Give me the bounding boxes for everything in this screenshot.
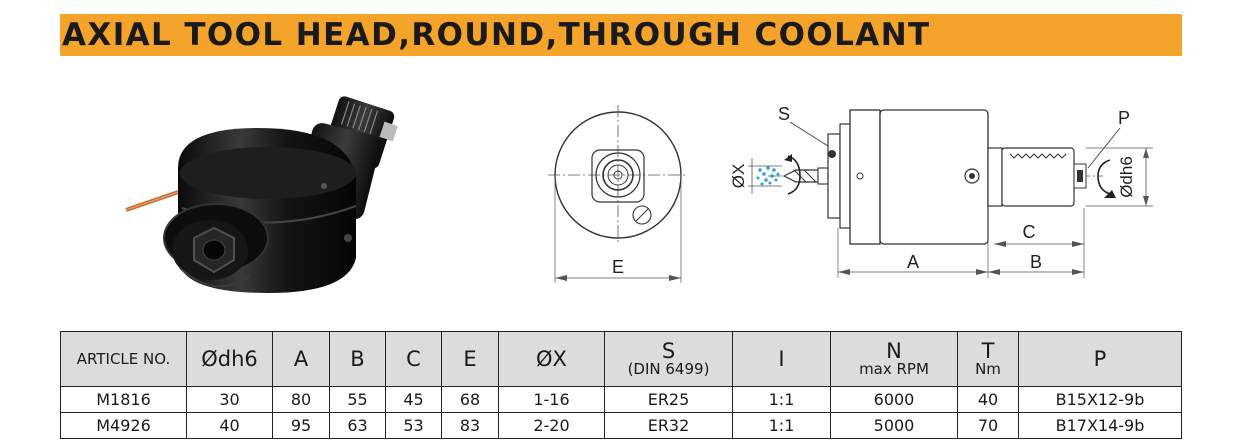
cell-odh6: 30 — [186, 386, 273, 413]
cell-ox: 2-20 — [498, 412, 605, 439]
label-s: S — [778, 104, 790, 124]
col-header-article-no: ARTICLE NO. — [60, 331, 187, 387]
col-header-s: S (DIN 6499) — [604, 331, 733, 387]
front-view-drawing: E — [548, 105, 688, 283]
side-view-drawing: S P ØX Ødh6 A B C — [729, 104, 1153, 278]
table-header-row: ARTICLE NO. Ødh6 A B C E ØX S (DIN 6499)… — [60, 331, 1182, 387]
cell-b: 55 — [329, 386, 386, 413]
cell-p: B17X14-9b — [1018, 412, 1182, 439]
dim-label-c: C — [1023, 222, 1036, 242]
cell-i: 1:1 — [732, 386, 831, 413]
label-p: P — [1118, 108, 1130, 128]
cell-p: B15X12-9b — [1018, 386, 1182, 413]
col-header-i: I — [732, 331, 831, 387]
col-header-odh6: Ødh6 — [186, 331, 273, 387]
dim-label-e: E — [612, 257, 624, 277]
col-header-t: T Nm — [957, 331, 1019, 387]
col-header-ox: ØX — [498, 331, 605, 387]
cell-b: 63 — [329, 412, 386, 439]
cell-ox: 1-16 — [498, 386, 605, 413]
title-bar: AXIAL TOOL HEAD,ROUND,THROUGH COOLANT — [60, 14, 1182, 56]
col-header-t-main: T — [981, 339, 995, 363]
col-header-c: C — [385, 331, 442, 387]
cell-s: ER25 — [604, 386, 733, 413]
coolant-spray-icon — [756, 166, 780, 186]
col-header-e: E — [441, 331, 499, 387]
cell-e: 68 — [441, 386, 499, 413]
cell-e: 83 — [441, 412, 499, 439]
cell-i: 1:1 — [732, 412, 831, 439]
cell-c: 45 — [385, 386, 442, 413]
label-ox: ØX — [729, 164, 748, 189]
col-header-p: P — [1018, 331, 1182, 387]
specs-table: ARTICLE NO. Ødh6 A B C E ØX S (DIN 6499)… — [60, 331, 1182, 439]
col-header-a: A — [272, 331, 330, 387]
cell-a: 80 — [272, 386, 330, 413]
cell-odh6: 40 — [186, 412, 273, 439]
cell-n: 6000 — [830, 386, 958, 413]
cell-t: 70 — [957, 412, 1019, 439]
col-header-n-sub: max RPM — [859, 360, 929, 378]
page-title: AXIAL TOOL HEAD,ROUND,THROUGH COOLANT — [62, 17, 931, 53]
table-row: M1816 30 80 55 45 68 1-16 ER25 1:1 6000 … — [60, 386, 1182, 413]
product-photo — [125, 96, 398, 293]
cell-a: 95 — [272, 412, 330, 439]
cell-t: 40 — [957, 386, 1019, 413]
col-header-s-main: S — [661, 339, 676, 363]
cell-article-no: M1816 — [60, 386, 187, 413]
cell-article-no: M4926 — [60, 412, 187, 439]
col-header-b: B — [329, 331, 386, 387]
dim-label-a: A — [907, 252, 919, 272]
dim-label-b: B — [1030, 252, 1042, 272]
col-header-n-main: N — [886, 339, 902, 363]
col-header-s-sub: (DIN 6499) — [627, 360, 710, 378]
table-row: M4926 40 95 63 53 83 2-20 ER32 1:1 5000 … — [60, 412, 1182, 439]
col-header-t-sub: Nm — [975, 360, 1001, 378]
cell-s: ER32 — [604, 412, 733, 439]
col-header-n: N max RPM — [830, 331, 958, 387]
cell-c: 53 — [385, 412, 442, 439]
label-odh6: Ødh6 — [1117, 156, 1136, 198]
cell-n: 5000 — [830, 412, 958, 439]
